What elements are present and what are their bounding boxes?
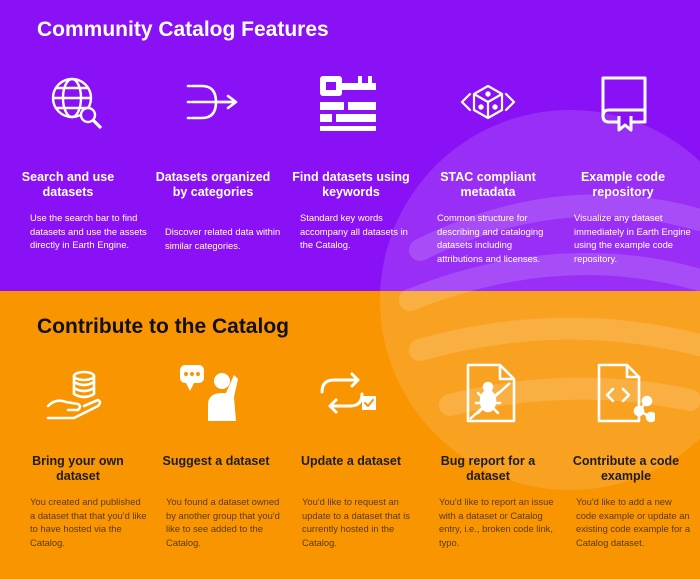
feature-title-categories: Datasets organized by categories: [155, 170, 271, 199]
features-section: [0, 0, 700, 291]
cube-network-icon: [458, 72, 518, 132]
feature-desc-keywords: Standard key words accompany all dataset…: [300, 212, 408, 251]
feature-title-search: Search and use datasets: [21, 170, 115, 199]
feature-title-code-repo: Example code repository: [580, 170, 666, 199]
globe-search-icon: [46, 72, 106, 132]
contribute-section: [0, 291, 700, 579]
contribute-title-bug: Bug report for a dataset: [440, 454, 536, 483]
feature-title-keywords: Find datasets using keywords: [292, 170, 410, 199]
hand-database-icon: [46, 366, 106, 426]
feature-desc-stac: Common structure for describing and cata…: [437, 212, 544, 264]
contribute-desc-byod: You created and published a dataset that…: [30, 496, 147, 548]
contribute-desc-code: You'd like to add a new code example or …: [576, 496, 691, 548]
contribute-desc-bug: You'd like to report an issue with a dat…: [439, 496, 554, 548]
contribute-desc-suggest: You found a dataset owned by another gro…: [166, 496, 280, 548]
code-share-icon: [595, 363, 657, 423]
feature-desc-code-repo: Visualize any dataset immediately in Ear…: [574, 212, 691, 264]
contribute-title-byod: Bring your own dataset: [32, 454, 124, 483]
key-grid-icon: [318, 72, 378, 132]
bookmarked-book-icon: [595, 72, 655, 132]
feature-desc-categories: Discover related data within similar cat…: [165, 226, 281, 251]
contribute-heading: Contribute to the Catalog: [37, 315, 289, 338]
contribute-title-code: Contribute a code example: [572, 454, 680, 483]
contribute-desc-update: You'd like to request an update to a dat…: [302, 496, 410, 548]
person-speech-icon: [178, 363, 238, 423]
sync-check-icon: [318, 366, 378, 426]
bug-document-icon: [460, 363, 520, 423]
feature-desc-search: Use the search bar to find datasets and …: [30, 212, 147, 251]
contribute-title-suggest: Suggest a dataset: [162, 454, 270, 468]
feature-title-stac: STAC compliant metadata: [440, 170, 536, 199]
contribute-title-update: Update a dataset: [300, 454, 402, 468]
features-heading: Community Catalog Features: [37, 18, 329, 41]
branching-arrows-icon: [186, 72, 246, 132]
